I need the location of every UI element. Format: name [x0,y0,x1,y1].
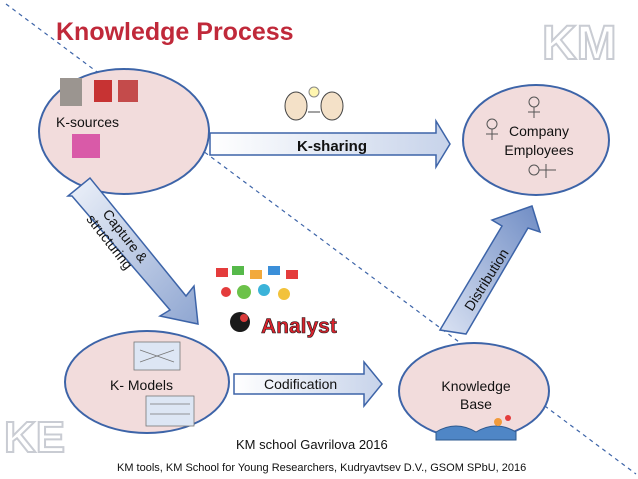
knowledge-base-node [398,342,550,440]
km-corner-logo: KM [542,17,617,70]
page-title: Knowledge Process [56,18,294,46]
knowledge-base-line2: Base [460,396,492,412]
codification-label: Codification [264,376,337,392]
k-sharing-label: K-sharing [297,138,367,155]
analyst-illustration [216,266,298,332]
knowledge-base-line1: Knowledge [441,378,511,394]
company-employees-line1: Company [509,123,569,139]
ke-corner-logo: KE [4,413,65,462]
k-models-label: K- Models [110,377,174,393]
footer-text: KM tools, KM School for Young Researcher… [117,462,527,474]
school-caption: KM school Gavrilova 2016 [236,437,388,452]
company-employees-line2: Employees [504,142,574,158]
k-sharing-arrow [209,118,451,170]
analyst-label: Analyst [261,315,337,338]
book-base-icon [435,415,517,441]
company-employees-node [462,84,610,196]
book-icon [94,80,112,102]
company-employees-label: Company Employees [499,123,579,158]
capture-arrow [65,176,199,325]
brain-books-icon [72,134,100,158]
codification-arrow [233,359,383,409]
portrait-icon [60,78,82,106]
distribution-arrow [438,205,542,335]
knowledge-base-label: Knowledge Base [436,378,516,412]
book-icon [118,80,138,102]
model-diagram-icon [133,341,195,427]
k-sources-label: K-sources [56,114,120,130]
faces-icon [284,86,344,121]
people-icon [486,96,556,178]
